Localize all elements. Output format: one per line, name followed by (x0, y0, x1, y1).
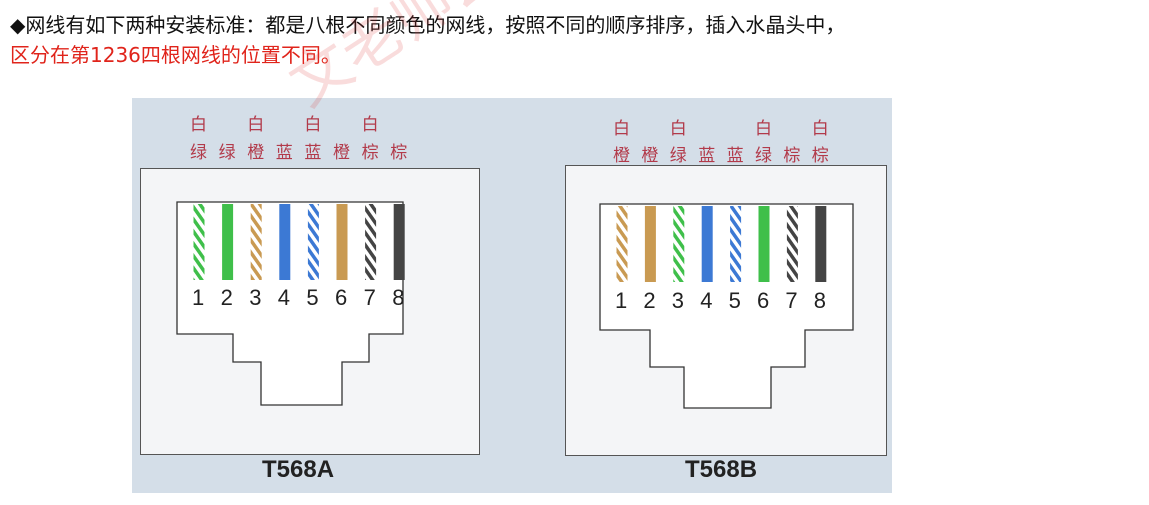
wire-pin-1 (193, 204, 205, 280)
pin-number: 1 (615, 288, 628, 313)
pin-number: 4 (277, 285, 291, 310)
wire-pin-4 (279, 204, 291, 280)
pin-number: 2 (643, 288, 656, 313)
intro-line-1: ◆网线有如下两种安装标准：都是八根不同颜色的网线，按照不同的顺序排序，插入水晶头… (10, 13, 846, 37)
wire-pin-6 (758, 206, 770, 282)
wire-pin-7 (786, 206, 798, 282)
pin-number: 8 (392, 285, 405, 310)
color-name-label: 蓝 (275, 143, 293, 163)
color-name-label: 绿 (218, 143, 236, 163)
color-name-label: 橙 (641, 146, 659, 166)
color-name-label: 绿 (755, 146, 772, 166)
color-name-label: 绿 (190, 143, 207, 163)
pin-number: 4 (700, 288, 713, 313)
pin-number: 8 (813, 288, 827, 313)
color-name-label: 蓝 (304, 143, 322, 163)
white-label: 白 (190, 115, 207, 135)
pin-number: 5 (306, 285, 319, 310)
white-label: 白 (361, 115, 379, 135)
pin-number: 5 (728, 288, 741, 313)
t568b-title: T568B (685, 456, 758, 483)
wire-pin-4 (701, 206, 713, 282)
wire-pin-6 (336, 204, 348, 280)
wire-pin-2 (644, 206, 656, 282)
white-label: 白 (811, 119, 829, 139)
color-name-label: 棕 (783, 146, 801, 166)
color-name-label: 蓝 (698, 146, 716, 166)
color-name-label: 橙 (247, 143, 265, 163)
wire-pin-5 (307, 204, 319, 280)
pin-number: 1 (192, 285, 205, 310)
t568a-title: T568A (262, 456, 335, 483)
color-name-label: 橙 (333, 143, 350, 163)
pin-number: 3 (671, 288, 685, 313)
color-name-label: 橙 (613, 146, 630, 166)
white-label: 白 (669, 119, 687, 139)
pin-number: 6 (335, 285, 348, 310)
pin-number: 3 (249, 285, 262, 310)
wire-pin-5 (730, 206, 742, 282)
white-label: 白 (247, 115, 265, 135)
intro-text: ◆网线有如下两种安装标准：都是八根不同颜色的网线，按照不同的顺序排序，插入水晶头… (10, 10, 1145, 70)
wire-pin-3 (673, 206, 685, 282)
wire-pin-8 (393, 204, 405, 280)
color-name-label: 棕 (361, 143, 379, 163)
color-name-label: 棕 (811, 146, 829, 166)
wiring-svg (176, 201, 854, 409)
pin-number: 7 (785, 288, 798, 313)
pin-number: 7 (363, 285, 376, 310)
wire-pin-7 (365, 204, 377, 280)
wire-pin-1 (616, 206, 628, 282)
wire-pin-3 (250, 204, 262, 280)
white-label: 白 (613, 119, 630, 139)
color-name-label: 棕 (390, 143, 408, 163)
wire-pin-8 (815, 206, 827, 282)
color-name-label: 绿 (669, 146, 687, 166)
white-label: 白 (304, 115, 322, 135)
bullet-icon: ◆ (10, 13, 26, 37)
pin-number: 6 (757, 288, 770, 313)
white-label: 白 (755, 119, 772, 139)
color-name-label: 蓝 (726, 146, 744, 166)
pin-number: 2 (220, 285, 233, 310)
intro-line-2-highlight: 区分在第1236四根网线的位置不同。 (10, 43, 341, 67)
wire-pin-2 (222, 204, 234, 280)
